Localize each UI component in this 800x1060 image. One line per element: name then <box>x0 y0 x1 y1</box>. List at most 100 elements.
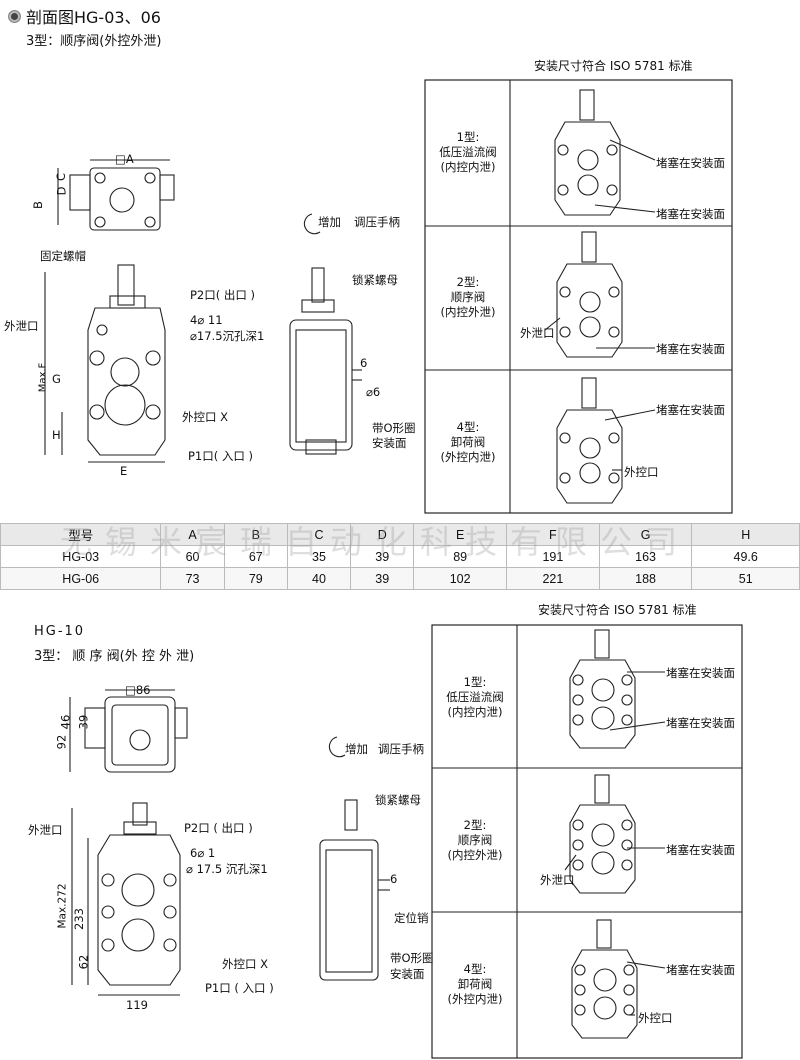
p2-port-label: P2口( 出口 ) <box>190 288 256 302</box>
s2-oring-label-2: 安装面 <box>390 967 425 981</box>
type2-valve-sketch <box>544 231 655 358</box>
table-header-row: 型号 A B C D E F G H <box>0 523 800 546</box>
s2-drain-port-label: 外泄口 <box>28 823 63 837</box>
header-cell: G <box>598 523 693 546</box>
s2-locating-pin-label: 定位销 <box>394 911 429 925</box>
s2-counterbore-label: ⌀ 17.5 沉孔深1 <box>186 862 268 876</box>
h-label: H <box>52 428 61 442</box>
section2-iso-note: 安装尺寸符合 ISO 5781 标准 <box>538 603 697 617</box>
header-cell: C <box>286 523 352 546</box>
counterbore-label: ⌀17.5沉孔深1 <box>190 329 265 343</box>
s2-six-label: 6 <box>390 872 398 886</box>
header-cell: D <box>350 523 415 546</box>
table-cell: 79 <box>223 567 288 590</box>
section1-iso-note: 安装尺寸符合 ISO 5781 标准 <box>534 59 693 73</box>
dimension-table: 型号 A B C D E F G H HG-03 60 67 35 39 89 … <box>0 523 800 590</box>
header-cell: H <box>691 523 800 546</box>
six-label: 6 <box>360 356 368 370</box>
table-row: HG-03 60 67 35 39 89 191 163 49.6 <box>0 545 800 568</box>
header-cell: E <box>413 523 508 546</box>
s2-lock-nut-label: 锁紧螺母 <box>375 793 421 807</box>
dim-d-label: D <box>54 186 69 196</box>
table-cell: HG-06 <box>0 567 162 590</box>
table-cell: 67 <box>223 545 288 568</box>
s2-type4-label: 4型: 卸荷阀 (外控内泄) <box>447 962 503 1006</box>
table-cell: 221 <box>506 567 600 590</box>
s2-dim86-label: □86 <box>125 683 151 697</box>
table-cell: 89 <box>413 545 508 568</box>
table-cell: 163 <box>598 545 693 568</box>
s1-type1-note-2: 堵塞在安装面 <box>656 207 725 221</box>
table-cell: 49.6 <box>691 545 800 568</box>
section1-subtitle: 3型：顺序阀(外控外泄) <box>26 34 162 49</box>
s1-type4-note-1: 堵塞在安装面 <box>656 403 725 417</box>
type1-valve-sketch <box>554 89 656 216</box>
s1-type1-note-1: 堵塞在安装面 <box>656 156 725 170</box>
s1-type4-label: 4型: 卸荷阀 (外控内泄) <box>440 420 496 464</box>
s2-d92-label: 92 <box>54 734 69 750</box>
s2-type1-note-1: 堵塞在安装面 <box>666 666 735 680</box>
oring-label-1: 带O形圈 <box>372 421 416 435</box>
dim-a-label: □A <box>115 152 134 166</box>
table-row: HG-06 73 79 40 39 102 221 188 51 <box>0 567 800 590</box>
s2-type1-label: 1型: 低压溢流阀 (内控内泄) <box>446 675 504 719</box>
dim-c-label: C <box>54 172 69 182</box>
s2-d62-label: 62 <box>76 954 91 970</box>
s2-d119-label: 119 <box>126 998 148 1012</box>
header-cell: F <box>506 523 600 546</box>
header-cell: B <box>223 523 288 546</box>
g-label: G <box>52 372 61 386</box>
s2-type2-label: 2型: 顺序阀 (内控外泄) <box>447 818 503 862</box>
s2-holes-label: 6⌀ 1 <box>190 846 216 860</box>
s2-type4-note-2: 外控口 <box>638 1011 673 1025</box>
s1-type2-label: 2型: 顺序阀 (内控外泄) <box>440 275 496 319</box>
s2-type2-note-2: 堵塞在安装面 <box>666 843 735 857</box>
e-label: E <box>120 464 128 478</box>
s2-type1-valve-sketch <box>569 629 666 749</box>
s2-max272-label: Max.272 <box>56 883 69 929</box>
s2-d46-label: 46 <box>58 714 73 730</box>
oring-label-2: 安装面 <box>372 436 407 450</box>
s1-type1-label: 1型: 低压溢流阀 (内控内泄) <box>439 130 497 174</box>
s2-type1-note-2: 堵塞在安装面 <box>666 716 735 730</box>
table-cell: 73 <box>160 567 225 590</box>
table-cell: 40 <box>286 567 352 590</box>
table-cell: 188 <box>598 567 693 590</box>
lock-nut-label: 锁紧螺母 <box>352 273 398 287</box>
table-cell: HG-03 <box>0 545 162 568</box>
section2-subtitle: 3型： 顺 序 阀(外 控 外 泄) <box>34 649 195 664</box>
s2-type2-valve-sketch <box>564 774 665 894</box>
s1-type4-note-2: 外控口 <box>624 465 659 479</box>
fixing-nut-label: 固定螺帽 <box>40 249 86 263</box>
table-cell: 39 <box>350 567 415 590</box>
ext-pilot-label: 外控口 X <box>182 410 229 424</box>
table-cell: 39 <box>350 545 415 568</box>
drain-port-label: 外泄口 <box>4 319 39 333</box>
table-cell: 51 <box>691 567 800 590</box>
s2-d233-label: 233 <box>71 908 86 930</box>
table-cell: 102 <box>413 567 508 590</box>
dim-b-label: B <box>30 201 45 209</box>
type4-valve-sketch <box>556 377 656 504</box>
s2-oring-label-1: 带O形圈 <box>390 951 434 965</box>
s1-type2-note-2: 堵塞在安装面 <box>656 342 725 356</box>
s2-type2-note-1: 外泄口 <box>540 873 575 887</box>
holes-label: 4⌀ 11 <box>190 313 223 327</box>
handle-label: 调压手柄 <box>354 215 400 229</box>
s2-increase-label: 增加 <box>345 742 368 756</box>
table-cell: 35 <box>286 545 352 568</box>
s2-ext-pilot-label: 外控口 X <box>222 957 269 971</box>
s2-p2-port-label: P2口 ( 出口 ) <box>184 821 253 835</box>
header-cell: 型号 <box>0 523 162 546</box>
s2-handle-label: 调压手柄 <box>378 742 424 756</box>
section2-title: HG-10 <box>34 624 86 639</box>
section-bullet-icon <box>8 10 21 23</box>
s2-d39-label: 39 <box>76 714 91 730</box>
table-cell: 60 <box>160 545 225 568</box>
table-cell: 191 <box>506 545 600 568</box>
s2-type4-note-1: 堵塞在安装面 <box>666 963 735 977</box>
top-view-body <box>89 167 161 231</box>
header-cell: A <box>160 523 225 546</box>
increase-label: 增加 <box>318 215 341 229</box>
